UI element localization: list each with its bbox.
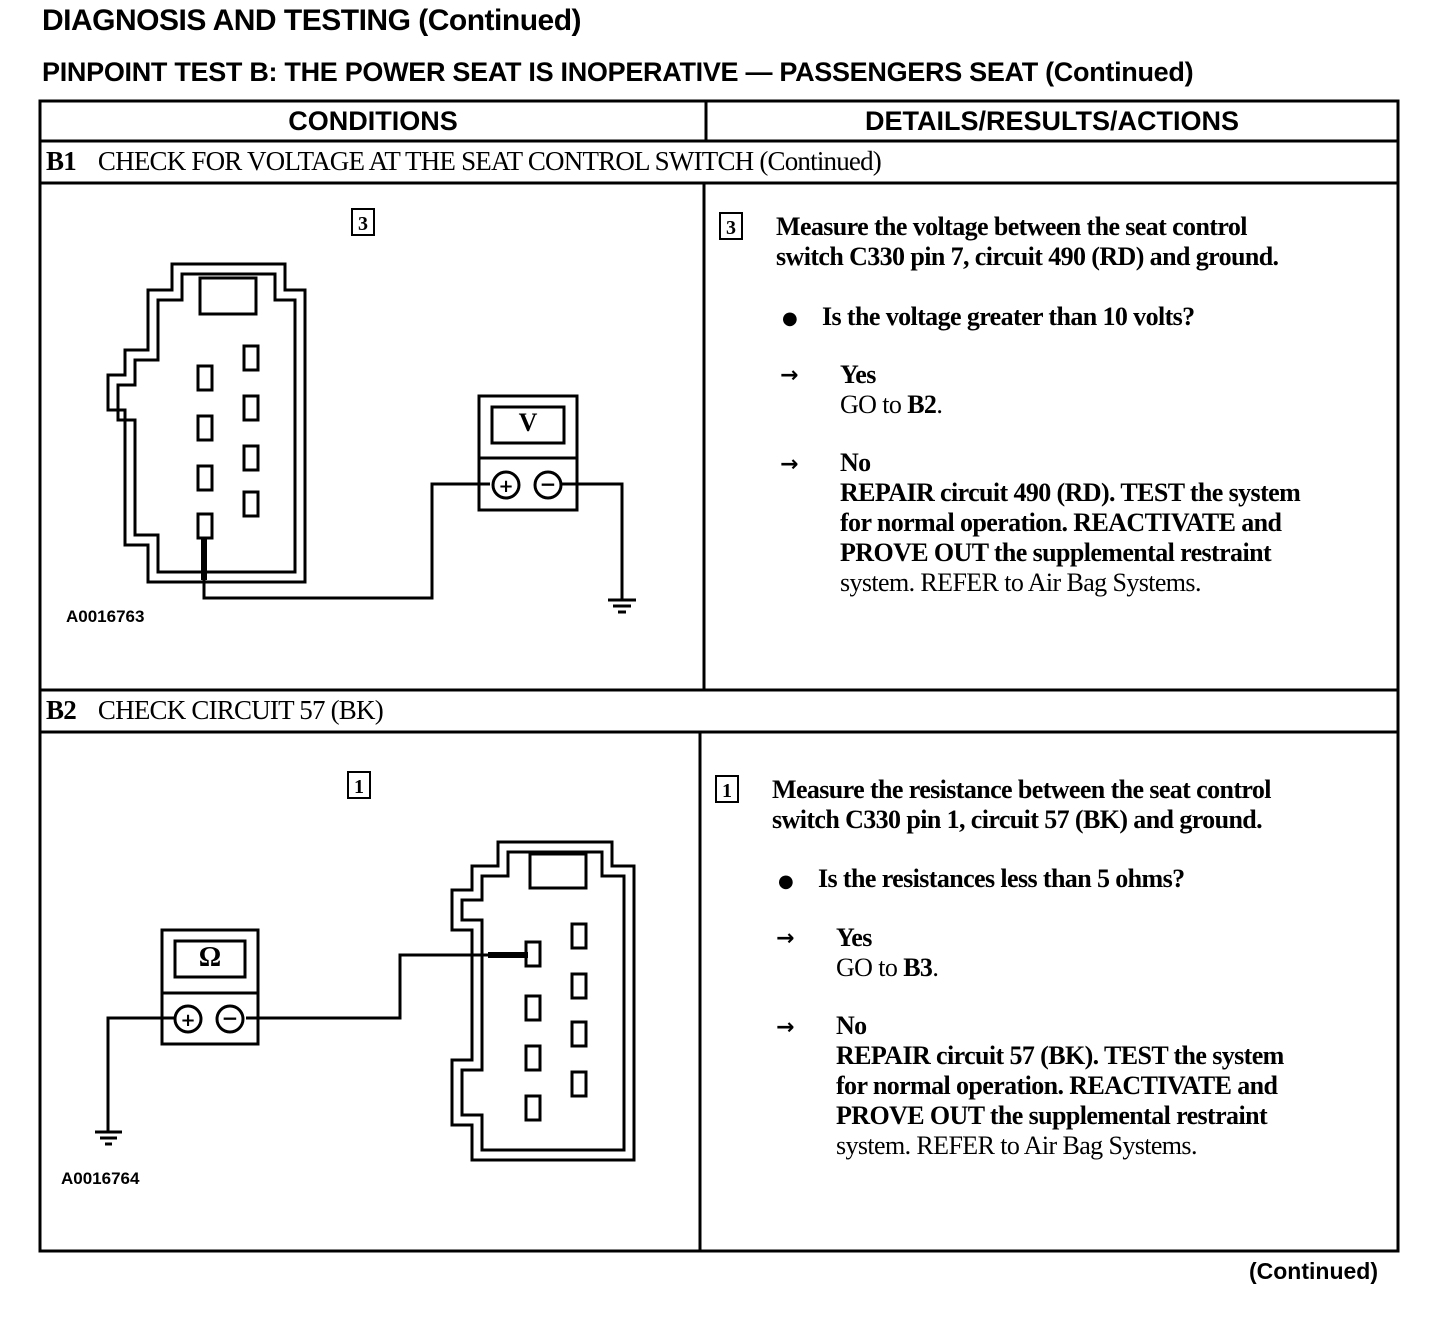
b1-yes-action-prefix: GO to: [840, 390, 908, 419]
b2-instruction-line-1: Measure the resistance between the seat …: [772, 775, 1272, 804]
b1-figure-step-box: 3: [351, 208, 375, 236]
b2-no-label: No: [836, 1011, 867, 1040]
b2-no-block: No REPAIR circuit 57 (BK). TEST the syst…: [836, 1011, 1284, 1161]
b2-connector-drawing: [450, 840, 636, 1162]
b2-step-title-text: CHECK CIRCUIT 57 (BK): [97, 695, 384, 725]
b2-question: Is the resistances less than 5 ohms?: [818, 864, 1185, 893]
b2-meter-minus: −: [222, 1006, 239, 1030]
page-title: DIAGNOSIS AND TESTING (Continued): [42, 4, 582, 37]
b1-instruction: Measure the voltage between the seat con…: [776, 212, 1279, 272]
b2-detail-step-box: 1: [715, 775, 739, 803]
b1-yes-action-suffix: .: [936, 390, 943, 419]
b2-meter-plus: +: [180, 1010, 195, 1031]
b1-instruction-line-2: switch C330 pin 7, circuit 490 (RD) and …: [776, 242, 1279, 271]
b1-yes-action: GO to B2.: [840, 390, 943, 420]
b2-meter-drawing: [95, 928, 488, 1146]
b1-yes-block: Yes GO to B2.: [840, 360, 943, 420]
b1-figure-id: A0016763: [66, 607, 145, 626]
details-column-header: DETAILS/RESULTS/ACTIONS: [864, 106, 1239, 136]
b2-no-line-1: REPAIR circuit 57 (BK). TEST the system: [836, 1041, 1284, 1070]
b2-no-line-3: PROVE OUT the supplemental restraint: [836, 1101, 1268, 1130]
b1-meter-plus: +: [498, 476, 513, 497]
b2-yes-action: GO to B3.: [836, 953, 939, 983]
b1-yes-action-target: B2: [907, 390, 937, 419]
b2-step-id: B2: [46, 695, 77, 725]
b1-instruction-line-1: Measure the voltage between the seat con…: [776, 212, 1247, 241]
b1-question-bullet: ●: [782, 308, 798, 329]
b2-yes-action-suffix: .: [932, 953, 939, 982]
b1-no-line-1: REPAIR circuit 490 (RD). TEST the system: [840, 478, 1301, 507]
b1-no-label: No: [840, 448, 871, 477]
b2-meter-symbol: Ω: [198, 942, 222, 973]
b2-no-arrow-icon: →: [776, 1015, 795, 1040]
b1-question: Is the voltage greater than 10 volts?: [822, 302, 1195, 331]
b1-meter-drawing: [202, 394, 636, 614]
b1-yes-label: Yes: [840, 360, 876, 389]
b2-question-bullet: ●: [778, 871, 794, 892]
b2-figure-id: A0016764: [61, 1169, 140, 1188]
b1-step-title: B1 CHECK FOR VOLTAGE AT THE SEAT CONTROL …: [46, 146, 882, 177]
b1-no-line-2: for normal operation. REACTIVATE and: [840, 508, 1282, 537]
b1-detail-step-box: 3: [719, 212, 743, 240]
b2-yes-block: Yes GO to B3.: [836, 923, 939, 983]
b2-step-title: B2 CHECK CIRCUIT 57 (BK): [46, 695, 384, 726]
b2-yes-action-prefix: GO to: [836, 953, 904, 982]
b1-no-line-3: PROVE OUT the supplemental restraint: [840, 538, 1272, 567]
b2-yes-label: Yes: [836, 923, 872, 952]
b2-no-line-4: system. REFER to Air Bag Systems.: [836, 1131, 1197, 1160]
pinpoint-test-title: PINPOINT TEST B: THE POWER SEAT IS INOPE…: [42, 57, 1194, 87]
b1-meter-symbol: V: [518, 408, 538, 437]
b1-yes-arrow-icon: →: [780, 363, 799, 388]
conditions-column-header: CONDITIONS: [288, 106, 458, 136]
b1-no-block: No REPAIR circuit 490 (RD). TEST the sys…: [840, 448, 1301, 598]
b2-no-line-2: for normal operation. REACTIVATE and: [836, 1071, 1278, 1100]
table-outline: [38, 99, 1400, 1253]
b2-yes-arrow-icon: →: [776, 926, 795, 951]
b1-step-title-text: CHECK FOR VOLTAGE AT THE SEAT CONTROL SW…: [97, 146, 882, 176]
b1-no-arrow-icon: →: [780, 452, 799, 477]
b1-step-id: B1: [46, 146, 77, 176]
b2-figure-step-box: 1: [347, 771, 371, 799]
continued-footer: (Continued): [1248, 1258, 1378, 1284]
b2-yes-action-target: B3: [903, 953, 933, 982]
b1-meter-minus: −: [540, 472, 557, 496]
b2-instruction: Measure the resistance between the seat …: [772, 775, 1272, 835]
b1-no-line-4: system. REFER to Air Bag Systems.: [840, 568, 1201, 597]
b2-instruction-line-2: switch C330 pin 1, circuit 57 (BK) and g…: [772, 805, 1263, 834]
b1-connector-drawing: [106, 262, 307, 584]
